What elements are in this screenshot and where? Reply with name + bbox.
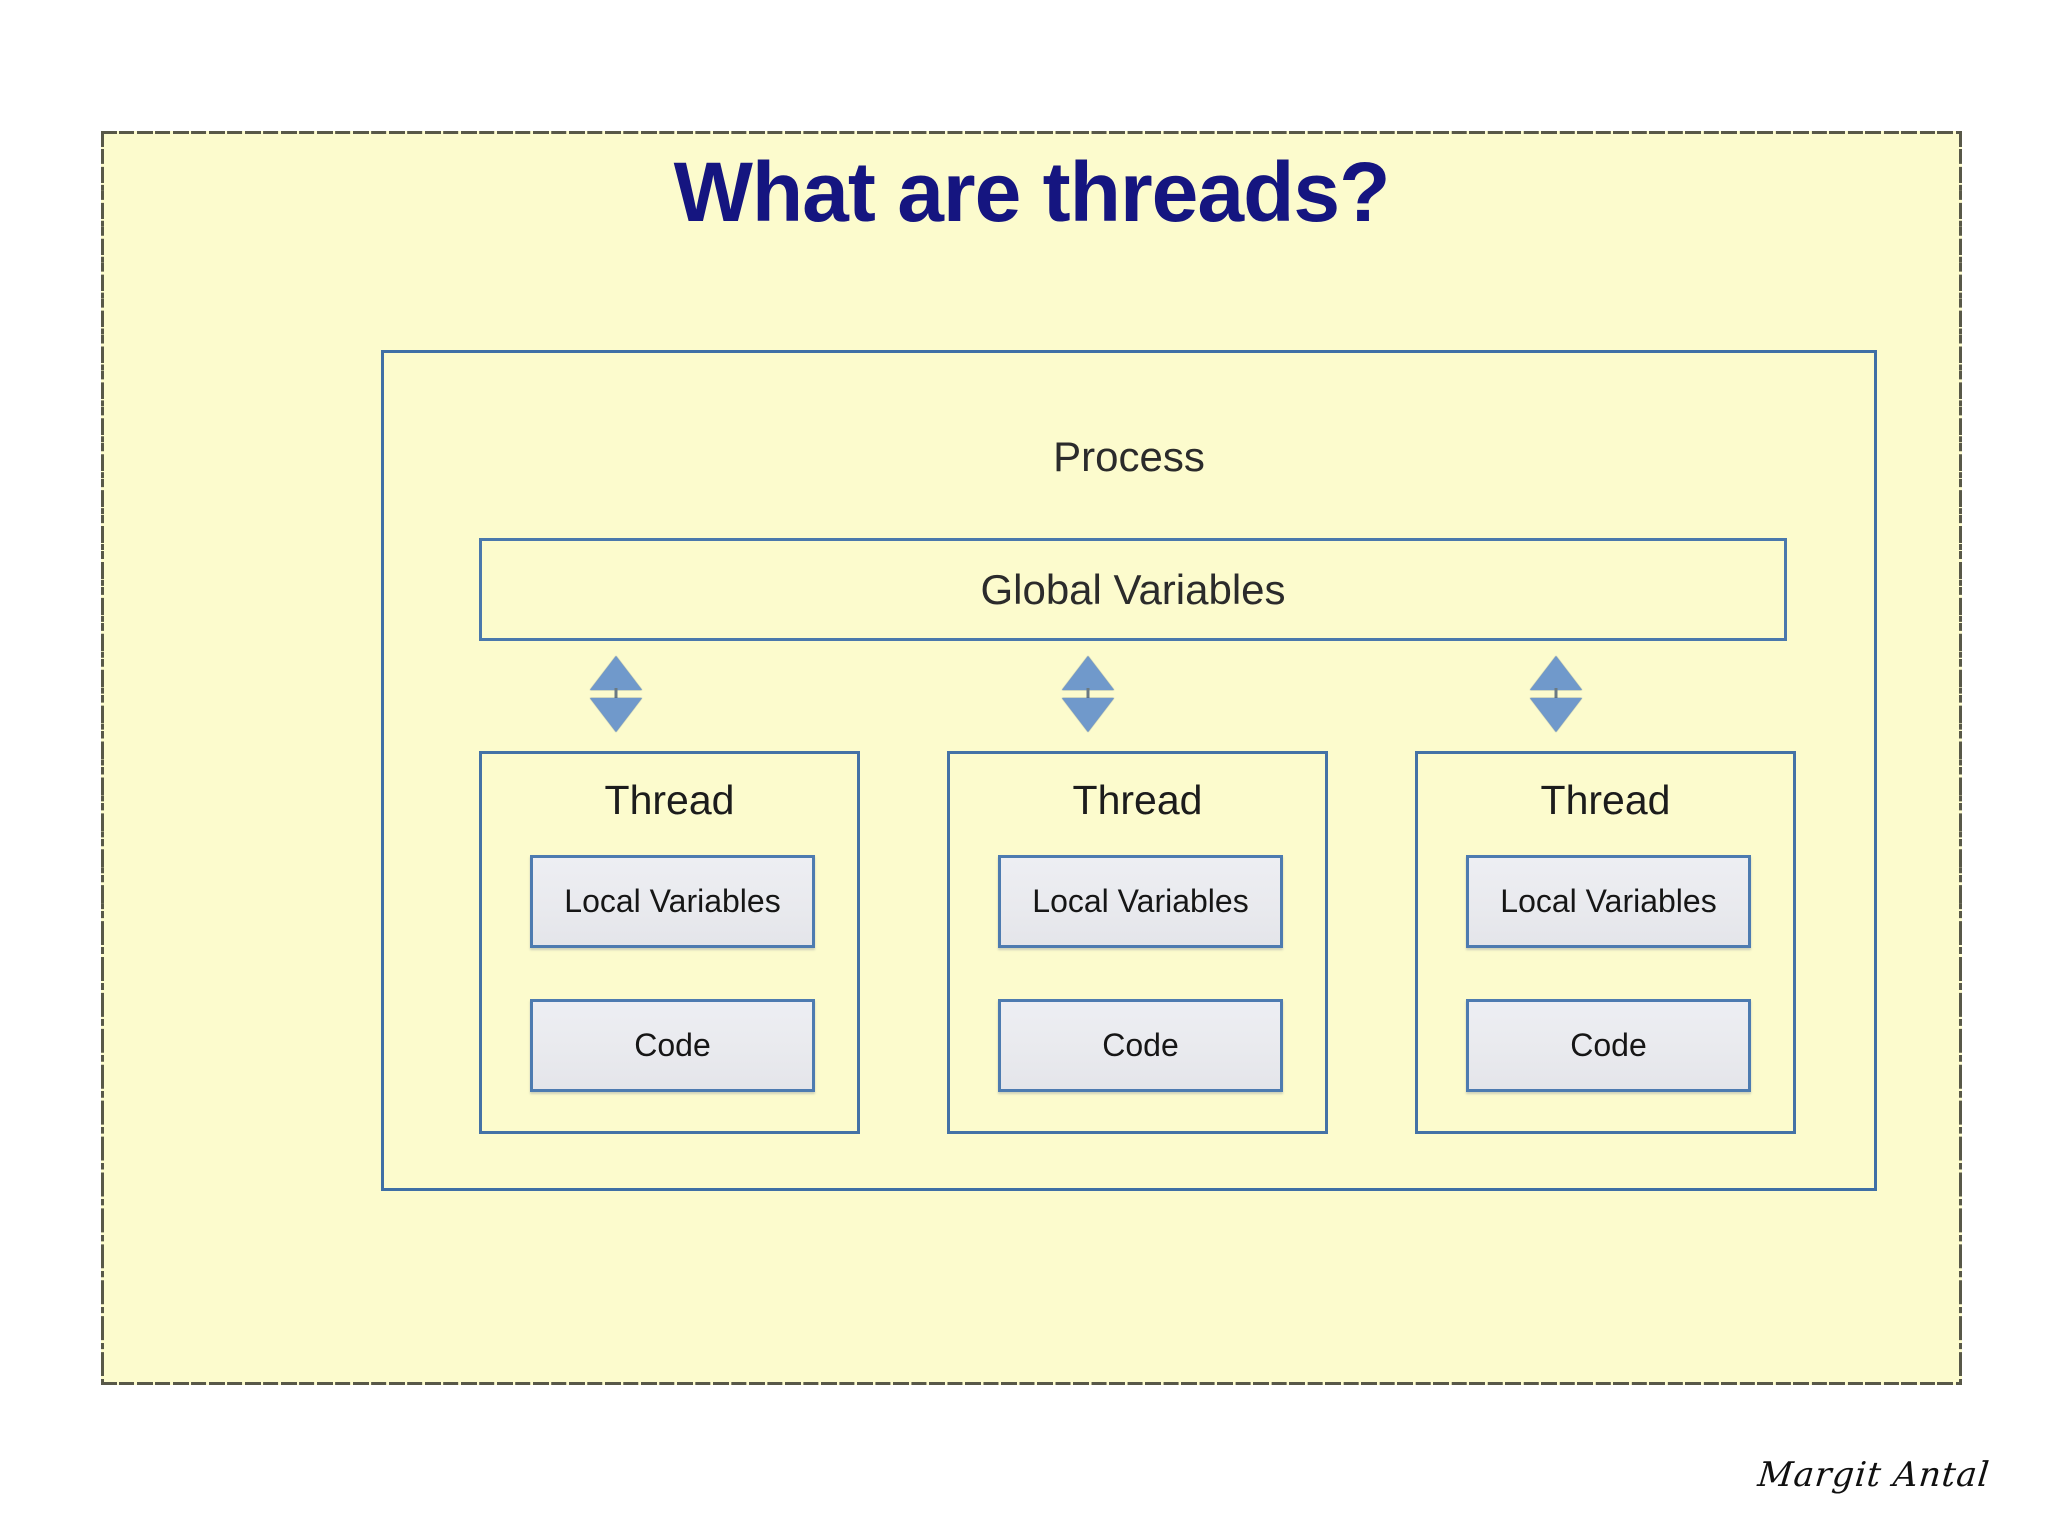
local-variables-box: Local Variables [1466,855,1751,948]
arrow-shaft [1086,688,1090,702]
code-label: Code [1570,1027,1647,1063]
thread-box-2: Thread Local Variables Code [947,751,1328,1134]
arrow-shaft [1554,688,1558,702]
arrow-shaft [614,688,618,702]
double-arrow-icon-1 [590,656,642,732]
arrow-up-icon [590,656,642,690]
code-label: Code [1102,1027,1179,1063]
code-label: Code [634,1027,711,1063]
thread-title: Thread [1540,777,1671,823]
arrow-down-icon [590,698,642,732]
double-arrow-icon-3 [1530,656,1582,732]
local-variables-label: Local Variables [1032,883,1249,919]
thread-box-3: Thread Local Variables Code [1415,751,1796,1134]
author-signature: Margit Antal [1756,1455,1993,1495]
local-variables-box: Local Variables [998,855,1283,948]
thread-box-1: Thread Local Variables Code [479,751,860,1134]
arrow-down-icon [1530,698,1582,732]
arrow-up-icon [1062,656,1114,690]
local-variables-box: Local Variables [530,855,815,948]
global-variables-box: Global Variables [479,538,1787,641]
code-box: Code [1466,999,1751,1092]
double-arrow-icon-2 [1062,656,1114,732]
global-variables-label: Global Variables [980,565,1286,613]
thread-title: Thread [1072,777,1203,823]
process-container: Process Global Variables Thread Local Va… [381,350,1877,1191]
code-box: Code [998,999,1283,1092]
page-title: What are threads? [673,145,1391,239]
process-label: Process [1053,433,1205,480]
local-variables-label: Local Variables [1500,883,1717,919]
local-variables-label: Local Variables [564,883,781,919]
arrow-down-icon [1062,698,1114,732]
code-box: Code [530,999,815,1092]
thread-title: Thread [604,777,735,823]
slide-frame: What are threads? Process Global Variabl… [101,131,1962,1385]
arrow-up-icon [1530,656,1582,690]
